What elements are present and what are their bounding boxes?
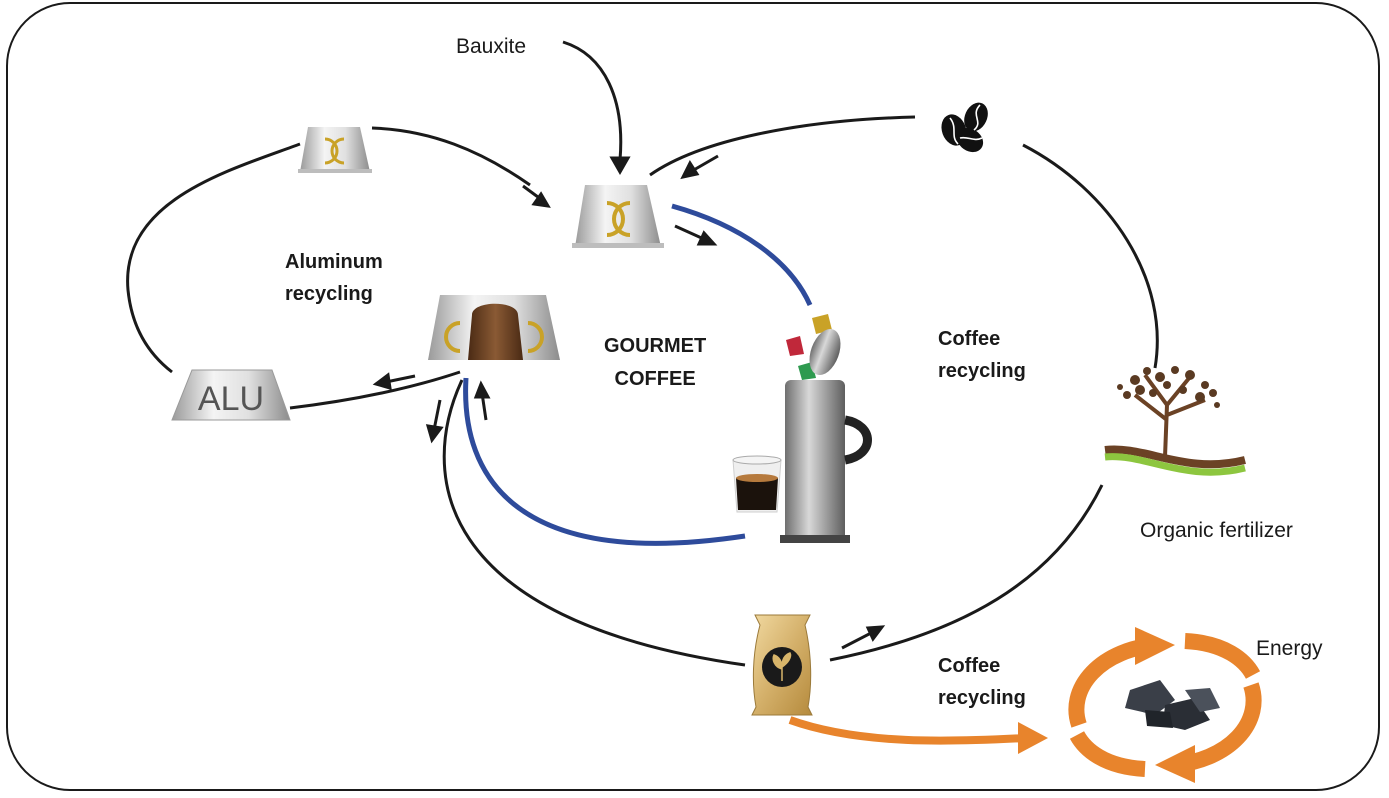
arrow-up-right [473,380,491,421]
arrow-bauxite-down [609,156,631,176]
aluminum-recycling-line2: recycling [285,283,373,305]
beans-to-tree-line [1022,143,1159,369]
coffee-machine-icon [780,328,872,543]
capsule-icon [572,185,664,248]
coffee-recycling-top-label: Coffee recycling [938,327,1026,384]
aluminum-recycling-label: Aluminum recycling [285,250,383,307]
bauxite-line [562,40,623,161]
arrow-from-beans [680,154,719,180]
alu-ingot-icon [171,369,291,421]
alu-label: ALU [198,380,264,418]
alu-to-used-capsule-line [289,370,461,410]
used-capsule-to-bag-line [442,379,746,667]
energy-cycle-icon [1068,627,1262,783]
blue-cycle [463,203,813,546]
capsule-icon [298,127,372,173]
diagram-frame [6,2,1380,791]
gourmet-coffee-line2: COFFEE [614,368,696,390]
coffee-beans-icon [941,102,988,153]
arrow-down-left [425,399,444,444]
arrow-to-alu [372,372,416,391]
aluminum-recycling-line1: Aluminum [285,251,383,273]
blue-cycle-upper [671,203,813,307]
coffee-recycling-top-line1: Coffee [938,328,1001,350]
arrow-to-capsule-from-left [522,184,551,208]
coffee-recycling-bottom-label: Coffee recycling [938,654,1026,711]
coffee-cup-icon [732,455,782,513]
energy-label: Energy [1256,637,1323,660]
bauxite-label: Bauxite [456,35,527,58]
beans-to-capsule-line [649,115,916,177]
gourmet-coffee-line1: GOURMET [604,335,707,357]
arrow-capsule-to-blue [674,224,718,246]
alu-loop-top [126,142,301,374]
direction-arrows [372,154,886,650]
tree-to-bag-line [829,484,1104,662]
gourmet-coffee-label: GOURMET COFFEE [604,334,706,392]
coffee-recycling-bottom-line1: Coffee [938,655,1001,677]
black-cycle-lines [126,40,1159,667]
tree-icon [1104,366,1246,476]
coffee-recycling-top-line2: recycling [938,360,1026,382]
falling-capsules-icon [786,314,832,380]
used-capsule-icon [428,295,560,360]
blue-cycle-lower [463,377,746,546]
fertilizer-bag-icon [751,614,813,716]
charcoal-icon [1125,680,1220,730]
orange-energy-arrow [788,716,1048,754]
coffee-recycling-bottom-line2: recycling [938,687,1026,709]
alu-loop-capsule-link [371,126,531,187]
organic-fertilizer-label: Organic fertilizer [1140,519,1293,542]
arrow-bag-to-tree [841,625,886,650]
